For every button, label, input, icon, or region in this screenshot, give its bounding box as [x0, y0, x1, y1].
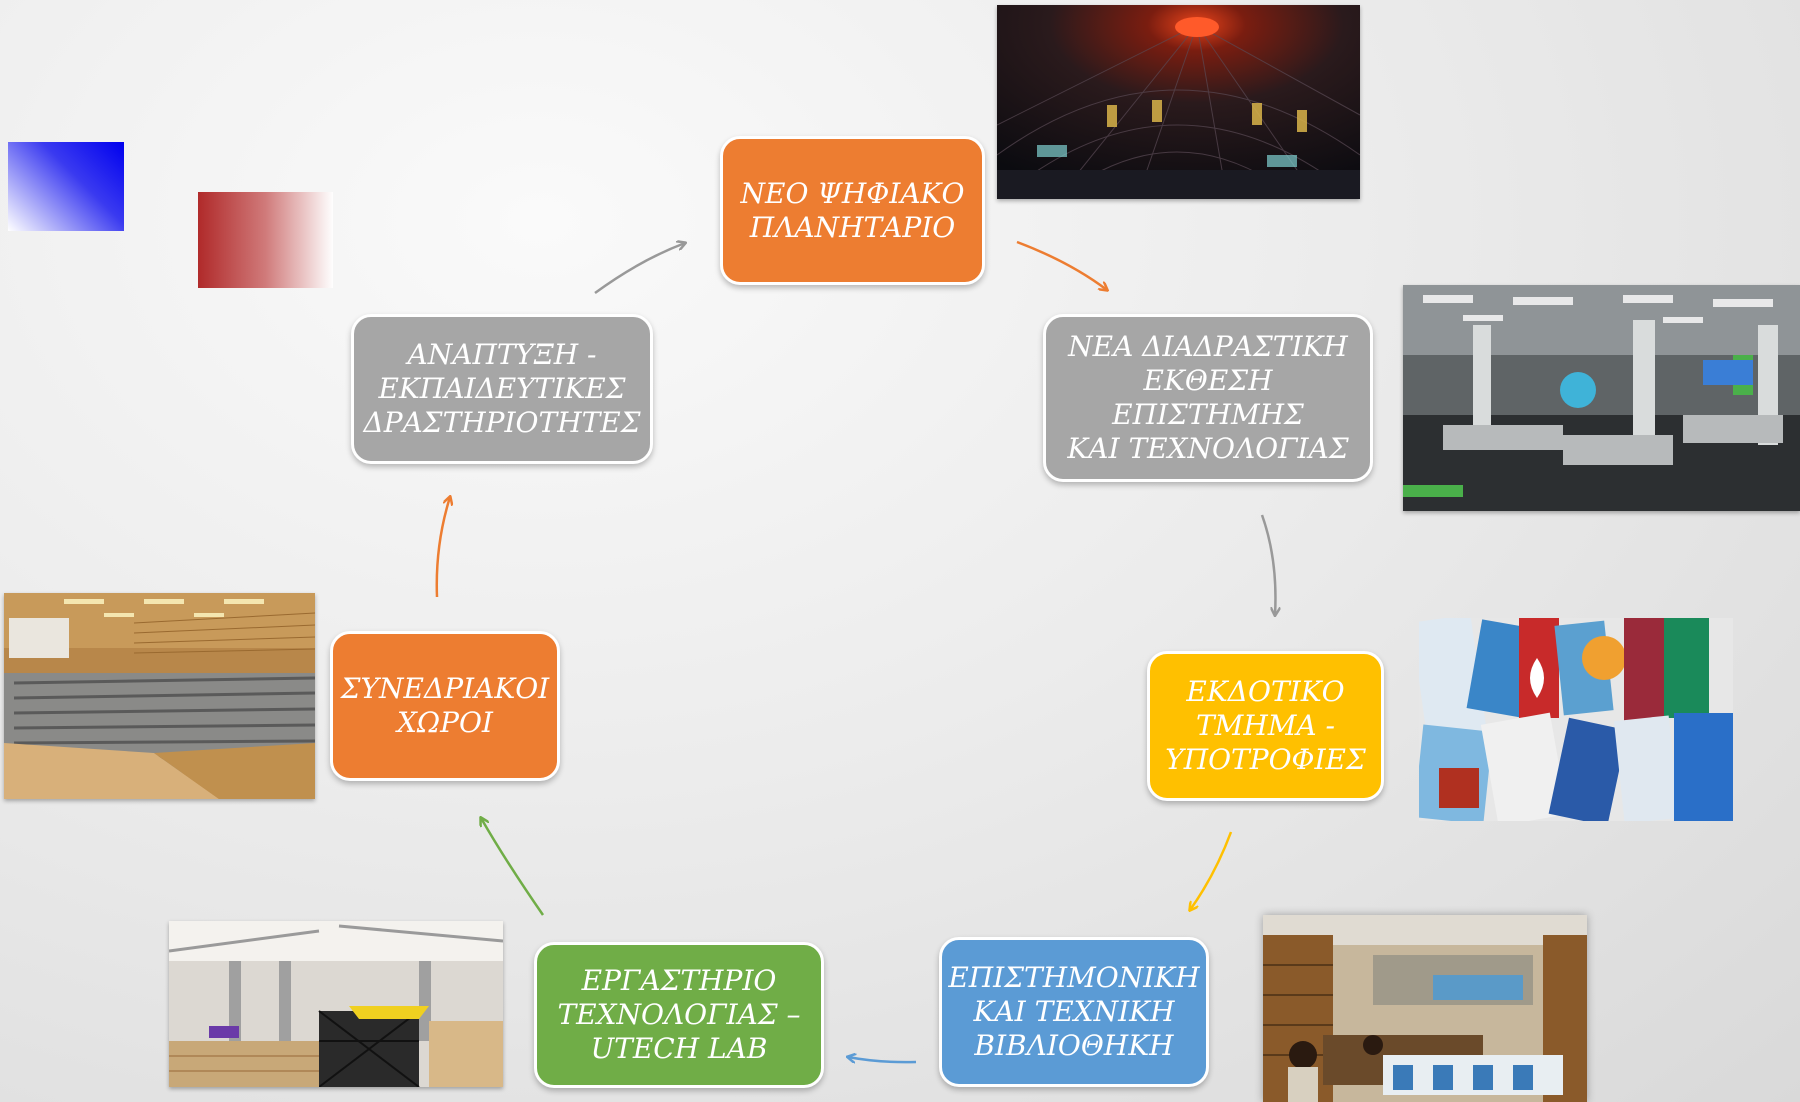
arrow-library-to-utech	[848, 1057, 917, 1062]
node-education-label: ΑΝΑΠΤΥΞΗ - ΕΚΠΑΙΔΕΥΤΙΚΕΣ ΔΡΑΣΤΗΡΙΟΤΗΤΕΣ	[363, 338, 641, 439]
library-reading-room-photo	[1263, 915, 1587, 1102]
arrow-exhibition-to-publishing	[1260, 514, 1275, 615]
node-exhibition: ΝΕΑ ΔΙΑΔΡΑΣΤΙΚΗ ΕΚΘΕΣΗ ΕΠΙΣΤΗΜΗΣ ΚΑΙ ΤΕΧ…	[1043, 314, 1373, 482]
book-covers-photo	[1419, 618, 1733, 821]
arrow-conference-to-education	[435, 497, 450, 598]
arrow-utech-to-conference	[481, 818, 545, 916]
node-library: ΕΠΙΣΤΗΜΟΝΙΚΗ ΚΑΙ ΤΕΧΝΙΚΗ ΒΙΒΛΙΟΘΗΚΗ	[939, 937, 1209, 1087]
node-conference: ΣΥΝΕΔΡΙΑΚΟΙ ΧΩΡΟΙ	[330, 631, 560, 781]
node-publishing-label: ΕΚΔΟΤΙΚΟ ΤΜΗΜΑ - ΥΠΟΤΡΟΦΙΕΣ	[1165, 675, 1366, 776]
arrow-publishing-to-library	[1190, 831, 1233, 910]
auditorium-photo	[4, 593, 315, 799]
arrow-education-to-planetarium	[594, 243, 685, 295]
node-publishing: ΕΚΔΟΤΙΚΟ ΤΜΗΜΑ - ΥΠΟΤΡΟΦΙΕΣ	[1147, 651, 1384, 801]
node-conference-label: ΣΥΝΕΔΡΙΑΚΟΙ ΧΩΡΟΙ	[340, 672, 550, 739]
node-utech-label: ΕΡΓΑΣΤΗΡΙΟ ΤΕΧΝΟΛΟΓΙΑΣ – UTECH LAB	[557, 964, 801, 1065]
decorative-blue-rectangle	[8, 142, 124, 231]
node-planetarium: ΝΕΟ ΨΗΦΙΑΚΟ ΠΛΑΝΗΤΑΡΙΟ	[720, 136, 985, 285]
node-library-label: ΕΠΙΣΤΗΜΟΝΙΚΗ ΚΑΙ ΤΕΧΝΙΚΗ ΒΙΒΛΙΟΘΗΚΗ	[948, 961, 1200, 1062]
node-exhibition-label: ΝΕΑ ΔΙΑΔΡΑΣΤΙΚΗ ΕΚΘΕΣΗ ΕΠΙΣΤΗΜΗΣ ΚΑΙ ΤΕΧ…	[1067, 330, 1349, 465]
arrow-planetarium-to-exhibition	[1016, 240, 1107, 290]
node-education: ΑΝΑΠΤΥΞΗ - ΕΚΠΑΙΔΕΥΤΙΚΕΣ ΔΡΑΣΤΗΡΙΟΤΗΤΕΣ	[351, 314, 653, 464]
planetarium-dome-photo	[997, 5, 1360, 199]
decorative-red-rectangle	[198, 192, 333, 288]
node-utech: ΕΡΓΑΣΤΗΡΙΟ ΤΕΧΝΟΛΟΓΙΑΣ – UTECH LAB	[534, 942, 824, 1088]
utech-lab-photo	[169, 921, 503, 1087]
node-planetarium-label: ΝΕΟ ΨΗΦΙΑΚΟ ΠΛΑΝΗΤΑΡΙΟ	[740, 176, 965, 244]
exhibition-hall-photo	[1403, 285, 1800, 511]
